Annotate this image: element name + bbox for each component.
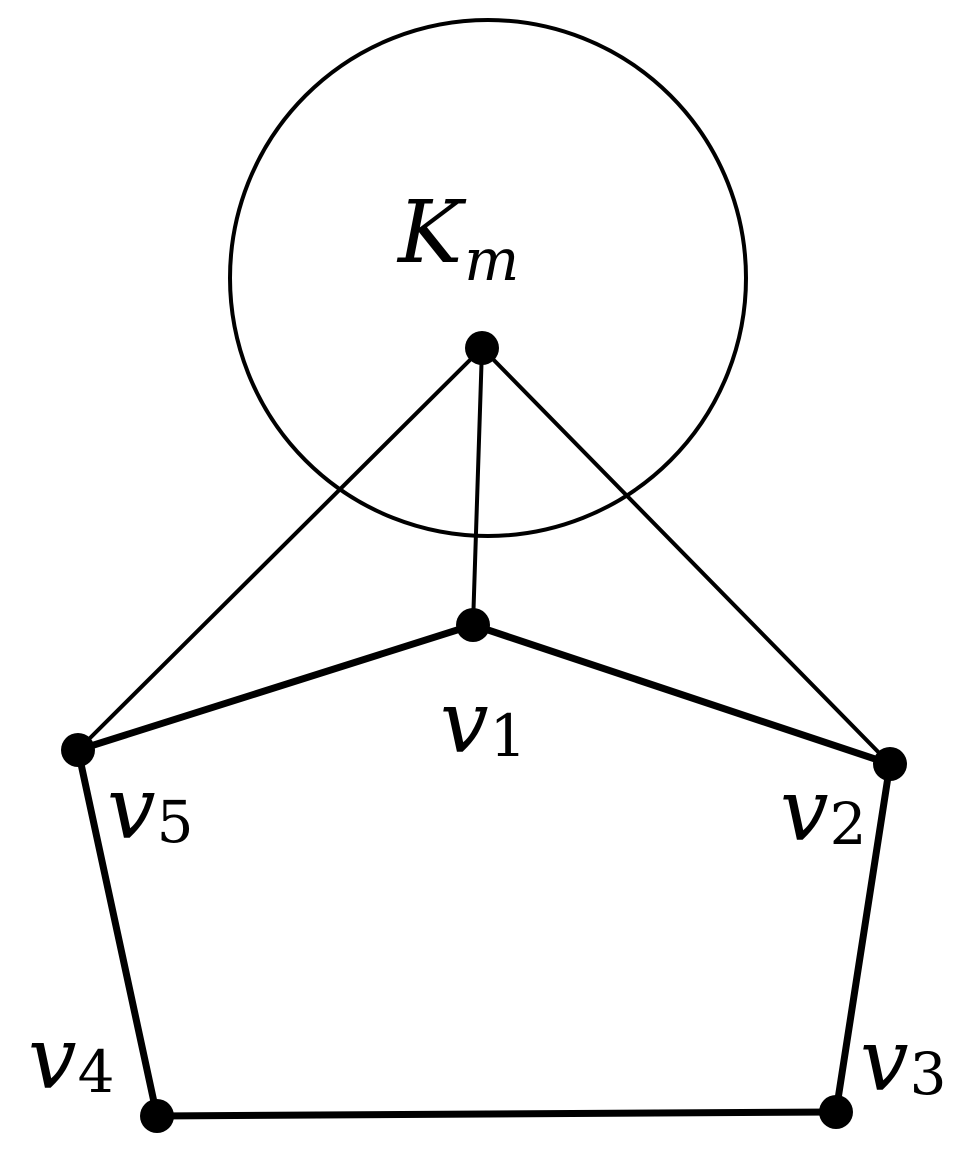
vertex-label-v2: v2 (780, 761, 867, 861)
vertex-v3 (819, 1095, 853, 1129)
edge-v5-v1 (74, 621, 477, 754)
clique-label: Km (396, 183, 519, 294)
vertex-label-v4: v4 (28, 1009, 115, 1109)
edge-v3-v4 (153, 1108, 840, 1120)
vertex-v2 (873, 747, 907, 781)
edge-center-v5 (76, 346, 484, 752)
edge-center-v2 (480, 346, 892, 766)
clique-label-sub: m (464, 226, 519, 294)
edge-v1-v2 (469, 621, 894, 768)
edge-center-v1 (471, 346, 484, 627)
edge-v4-v5 (74, 746, 161, 1120)
vertex-v4 (140, 1099, 174, 1133)
vertex-label-v3: v3 (860, 1011, 947, 1111)
clique-label-base: K (396, 183, 467, 283)
vertex-v5 (61, 733, 95, 767)
edge-v2-v3 (832, 760, 894, 1116)
vertex-center (465, 331, 499, 365)
vertex-v1 (456, 608, 490, 642)
vertex-label-v1: v1 (440, 673, 527, 773)
clique-circle (228, 18, 748, 538)
vertex-label-v5: v5 (107, 759, 194, 859)
